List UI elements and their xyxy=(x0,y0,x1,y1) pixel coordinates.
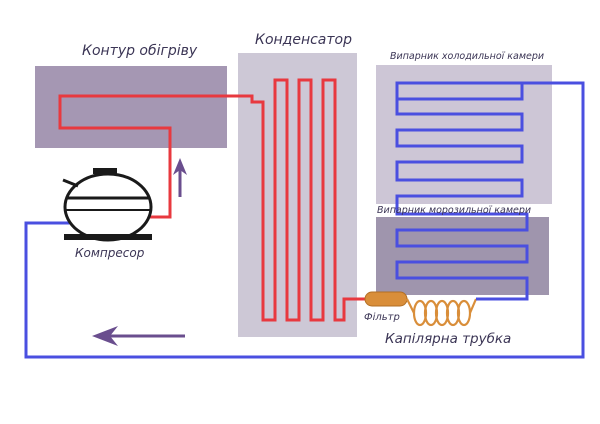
heating-circuit-panel xyxy=(35,66,227,148)
left-arrow xyxy=(92,326,185,346)
condenser-label: Конденсатор xyxy=(255,32,352,48)
freezer-evaporator-label: Випарник морозильної камери xyxy=(377,205,531,216)
compressor xyxy=(62,168,153,242)
up-arrow xyxy=(173,158,187,197)
hot-pipe xyxy=(58,78,368,322)
fridge-evaporator-label: Випарник холодильної камери xyxy=(390,51,544,62)
filter-label: Фільтр xyxy=(364,311,400,323)
heating-circuit-label: Контур обігріву xyxy=(82,43,198,59)
filter xyxy=(364,291,408,307)
fridge-evaporator-panel xyxy=(376,65,552,204)
cold-pipe xyxy=(24,81,585,359)
compressor-label: Компресор xyxy=(75,246,145,260)
capillary-coil xyxy=(406,298,478,327)
capillary-tube-label: Капілярна трубка xyxy=(385,331,511,347)
